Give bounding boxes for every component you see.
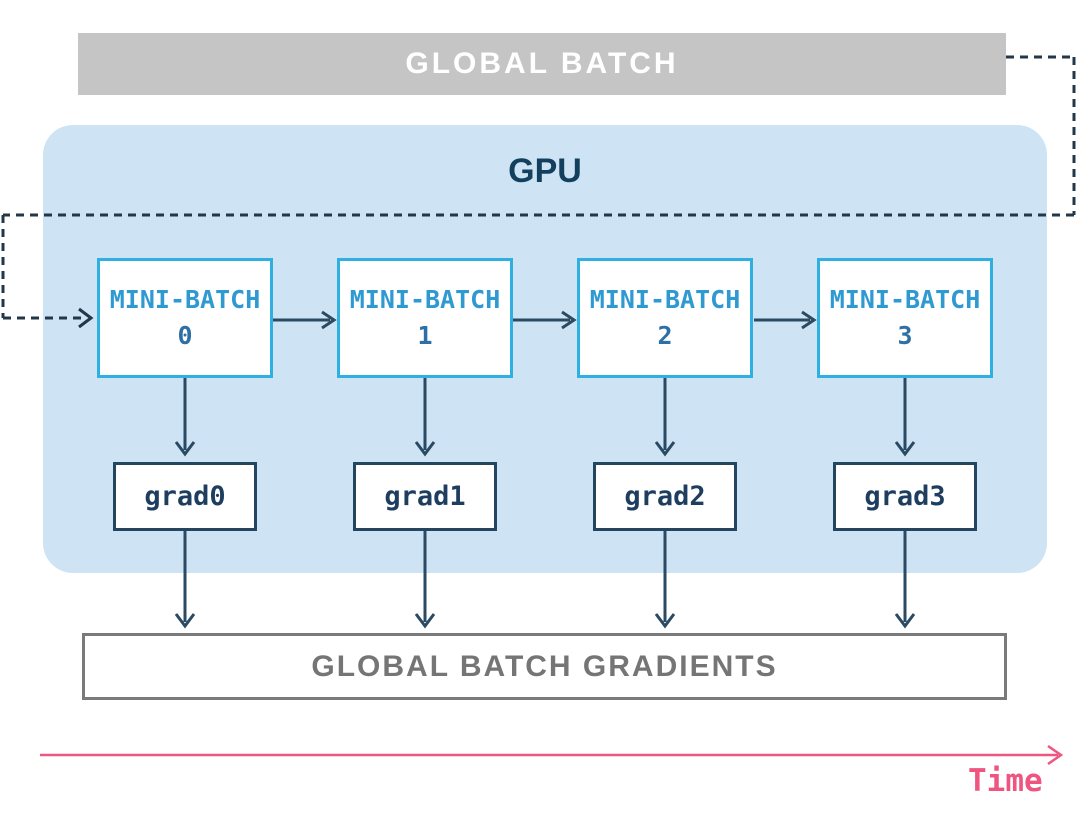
arrow-head-icon — [654, 613, 676, 629]
grad0-label: grad0 — [144, 481, 226, 512]
mini-batch-1-number: 1 — [417, 321, 433, 350]
arrow-head-icon — [894, 613, 916, 629]
arrow-head-icon — [174, 613, 196, 629]
grad1-box: grad1 — [353, 462, 497, 531]
mini-batch-1-box: MINI-BATCH 1 — [337, 258, 513, 378]
grad0-box: grad0 — [113, 462, 257, 531]
mini-batch-2-number: 2 — [657, 321, 673, 350]
global-batch-label: GLOBAL BATCH — [405, 47, 679, 80]
mini-batch-0-box: MINI-BATCH 0 — [97, 258, 273, 378]
grad1-label: grad1 — [384, 481, 466, 512]
grad3-label: grad3 — [864, 481, 946, 512]
time-axis-arrow — [40, 744, 1064, 766]
gpu-label: GPU — [508, 152, 582, 190]
mini-batch-2-label: MINI-BATCH — [589, 284, 741, 314]
global-batch-bar: GLOBAL BATCH — [78, 33, 1006, 95]
mini-batch-0-number: 0 — [177, 321, 193, 350]
mini-batch-3-label: MINI-BATCH — [829, 284, 981, 314]
mini-batch-0-label: MINI-BATCH — [109, 284, 261, 314]
arrow-head-icon — [414, 613, 436, 629]
global-batch-gradients-label: GLOBAL BATCH GRADIENTS — [311, 649, 778, 683]
mini-batch-3-number: 3 — [897, 321, 913, 350]
grad3-box: grad3 — [833, 462, 977, 531]
mini-batch-3-box: MINI-BATCH 3 — [817, 258, 993, 378]
grad2-box: grad2 — [593, 462, 737, 531]
mini-batch-1-label: MINI-BATCH — [349, 284, 501, 314]
global-batch-gradients-box: GLOBAL BATCH GRADIENTS — [82, 633, 1007, 700]
grad2-label: grad2 — [624, 481, 706, 512]
time-arrow-head-icon — [1047, 744, 1064, 766]
time-axis-label: Time — [968, 763, 1043, 799]
mini-batch-2-box: MINI-BATCH 2 — [577, 258, 753, 378]
